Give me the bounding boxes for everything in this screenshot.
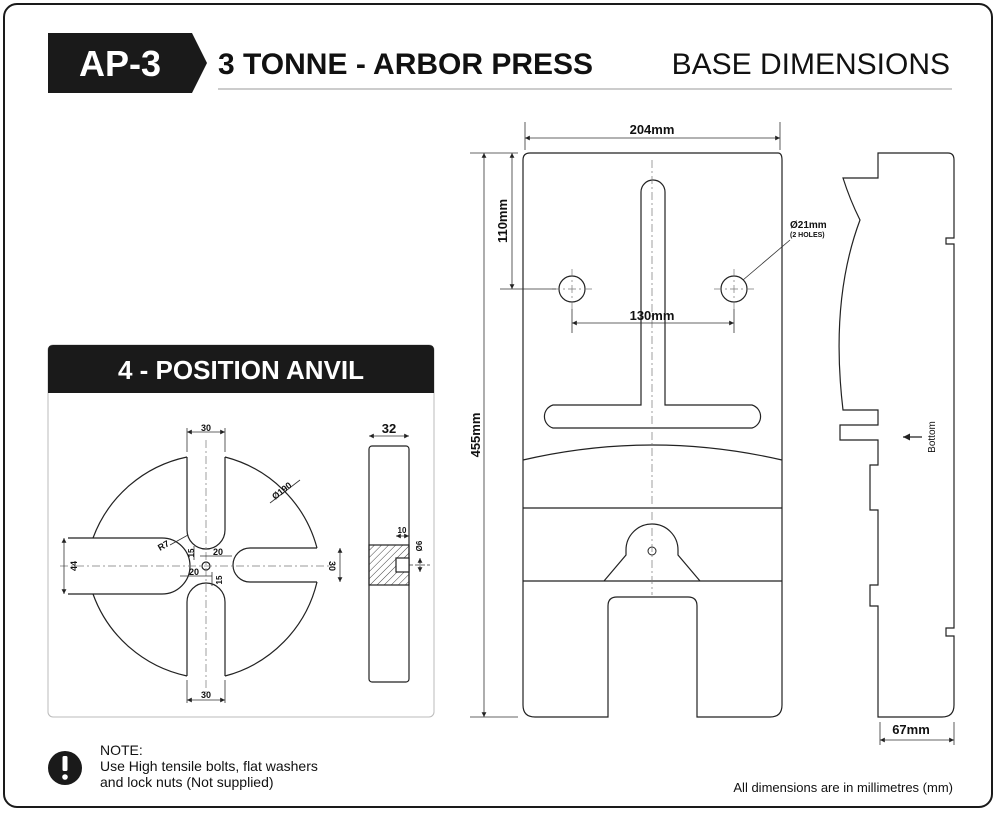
anvil-dim-slot-top: 30 [201, 423, 211, 433]
units-footnote: All dimensions are in millimetres (mm) [733, 780, 953, 795]
anvil-panel-border [47, 344, 435, 718]
anvil-dim-inner-h2: 20 [189, 567, 199, 577]
section-title: BASE DIMENSIONS [672, 48, 950, 81]
anvil-slot-bottom [186, 582, 226, 676]
base-dimension-lines [470, 122, 791, 718]
base-t-slot [543, 179, 762, 429]
anvil-title-bar [48, 345, 434, 393]
note-line-1: Use High tensile bolts, flat washers [100, 758, 318, 774]
note-block: NOTE: Use High tensile bolts, flat washe… [100, 742, 400, 790]
anvil-dimension-lines [61, 428, 343, 703]
anvil-outline-arc-tr [224, 456, 318, 549]
base-plan-view: 204mm 455mm 110mm 130mm Ø21mm (2 HOLES) [468, 122, 827, 718]
exclamation-icon [48, 751, 82, 785]
model-code: AP-3 [79, 43, 161, 84]
anvil-side-view [368, 445, 410, 683]
anvil-dim-inner-h1: 20 [213, 547, 223, 557]
model-badge [48, 33, 207, 93]
anvil-dim-slot-bottom: 30 [201, 690, 211, 700]
header: AP-3 3 TONNE - ARBOR PRESS BASE DIMENSIO… [48, 33, 952, 93]
base-dim-side-depth: 67mm [892, 722, 930, 737]
page-title: 3 TONNE - ARBOR PRESS [218, 48, 593, 81]
base-dim-height: 455mm [468, 413, 483, 458]
anvil-panel: 4 - POSITION ANVIL [47, 344, 435, 718]
anvil-outline-arc-bl [92, 593, 188, 677]
base-curved-edge [522, 444, 783, 461]
anvil-dim-hole-dia: Ø6 [415, 540, 424, 551]
anvil-dim-inner-v2: 15 [215, 575, 224, 584]
base-centerlines [552, 160, 754, 595]
anvil-dim-slot-right: 30 [327, 561, 337, 571]
base-bottom-label: Bottom [927, 421, 938, 453]
anvil-outline-arc-tl [92, 456, 188, 539]
anvil-side-dimension-lines [369, 433, 430, 572]
base-side-view: Bottom 67mm [838, 152, 955, 745]
base-dim-hole-count: (2 HOLES) [790, 232, 825, 239]
anvil-dim-hole-depth: 10 [398, 526, 407, 535]
anvil-slot-right [232, 547, 317, 583]
anvil-dim-radius: R7 [156, 538, 171, 552]
base-dim-hole-dia: Ø21mm [790, 220, 827, 231]
base-side-outline [838, 152, 955, 718]
anvil-dim-slot-left: 44 [69, 561, 79, 571]
base-dim-hole-offset: 110mm [495, 199, 510, 243]
anvil-centerlines [60, 440, 330, 692]
base-front-cutout [603, 523, 701, 582]
note-heading: NOTE: [100, 742, 143, 758]
anvil-dim-thickness: 32 [382, 421, 396, 436]
anvil-dim-inner-v1: 15 [187, 548, 196, 557]
base-dim-hole-spacing: 130mm [630, 308, 675, 323]
base-dim-width: 204mm [630, 122, 675, 137]
anvil-outline-arc-br [224, 581, 318, 677]
base-outline [522, 152, 783, 718]
anvil-title: 4 - POSITION ANVIL [118, 355, 364, 385]
base-side-dimension-lines [879, 722, 955, 745]
note-line-2: and lock nuts (Not supplied) [100, 774, 274, 790]
